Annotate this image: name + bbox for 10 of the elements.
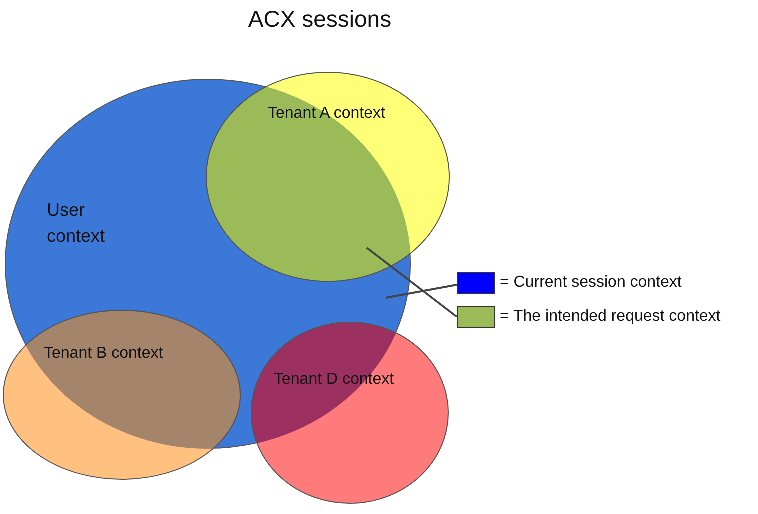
region-label: User context [47, 199, 106, 248]
region-label: Tenant B context [44, 345, 164, 363]
legend-swatch [457, 272, 495, 294]
legend-label: = The intended request context [500, 308, 721, 326]
legend-swatch [457, 306, 495, 328]
leader-line [366, 247, 458, 318]
title: ACX sessions [247, 6, 393, 33]
leader-line [386, 284, 458, 299]
legend-label: = Current session context [500, 274, 682, 292]
region-label: Tenant D context [274, 371, 394, 389]
